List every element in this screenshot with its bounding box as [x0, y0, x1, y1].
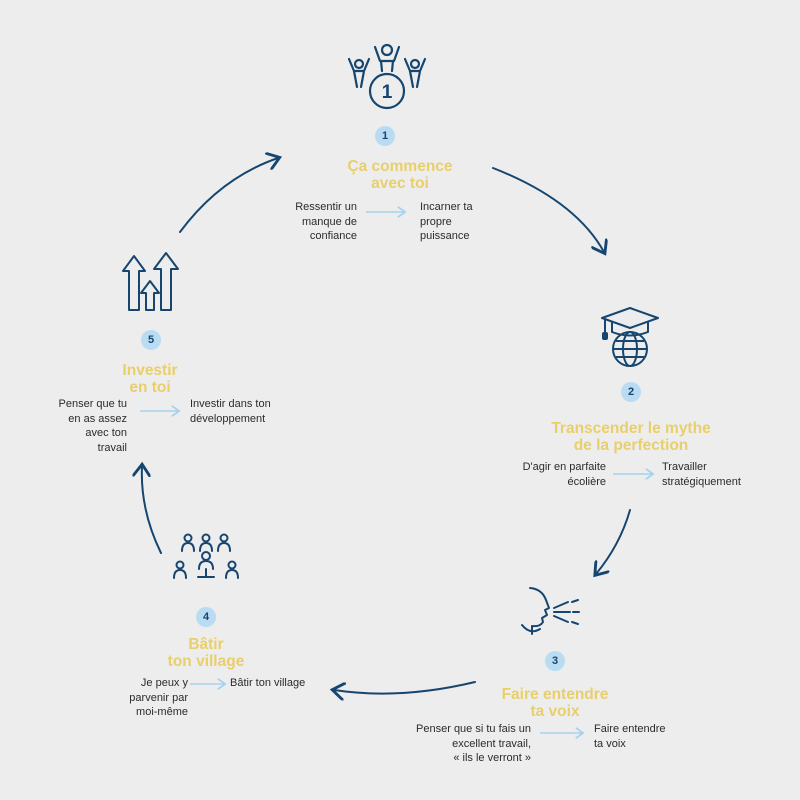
step-3-from-text: Penser que si tu fais un excellent trava… — [416, 723, 531, 764]
arrow-3-to-4 — [334, 681, 476, 694]
step-5-badge: 5 — [141, 330, 161, 350]
graduation-cap-globe-icon — [601, 307, 659, 367]
step-2-title-line-1: Transcender le mythe — [551, 420, 711, 437]
step-5-to-text: Investir dans ton développement — [190, 398, 271, 425]
step-4-from-text: Je peux y parvenir par moi-même — [129, 677, 188, 718]
step-1-title-line-2: avec toi — [371, 175, 429, 192]
step-2-to-text: Travailler stratégiquement — [662, 461, 741, 488]
step-4-badge: 4 — [196, 607, 216, 627]
celebrating-team-medal-icon: 1 — [347, 43, 427, 110]
step-5-title-line-2: en toi — [129, 379, 171, 396]
step-1-title-line-1: Ça commence — [347, 158, 453, 175]
step-3-title-line-1: Faire entendre — [501, 686, 609, 703]
step-2-title: Transcender le mythe de la perfection — [506, 420, 756, 454]
step-1-badge: 1 — [375, 126, 395, 146]
arrow-4-to-5 — [142, 466, 162, 554]
step-4-to-text: Bâtir ton village — [230, 677, 306, 689]
arrow-5-to-1 — [179, 158, 278, 233]
arrow-2-to-3 — [596, 509, 631, 574]
arrow-1-to-2 — [492, 167, 604, 252]
step-2-from-text: D'agir en parfaite écolière — [522, 461, 606, 488]
step-1-from-text: Ressentir un manque de confiance — [295, 201, 357, 242]
step-3-badge: 3 — [545, 651, 565, 671]
step-4-title: Bâtir ton village — [126, 636, 286, 670]
step-1-to-text: Incarner ta propre puissance — [420, 201, 473, 242]
step-5-title-line-1: Investir — [122, 362, 178, 379]
step-4-title-line-1: Bâtir — [188, 636, 224, 653]
step-5-from-text: Penser que tu en as assez avec ton trava… — [58, 398, 128, 454]
step-3-title-line-2: ta voix — [530, 703, 580, 720]
step-1-title: Ça commence avec toi — [285, 158, 515, 192]
step-3-to-text: Faire entendre ta voix — [594, 723, 666, 750]
medal-digit: 1 — [382, 82, 393, 103]
step-4-title-line-2: ton village — [167, 653, 245, 670]
speaking-face-icon — [521, 587, 580, 635]
step-5-title: Investir en toi — [90, 362, 210, 396]
people-network-icon — [173, 533, 239, 579]
step-2-title-line-2: de la perfection — [573, 437, 689, 454]
step-2-badge: 2 — [621, 382, 641, 402]
step-3-title: Faire entendre ta voix — [440, 686, 670, 720]
rising-arrows-icon — [122, 252, 179, 311]
